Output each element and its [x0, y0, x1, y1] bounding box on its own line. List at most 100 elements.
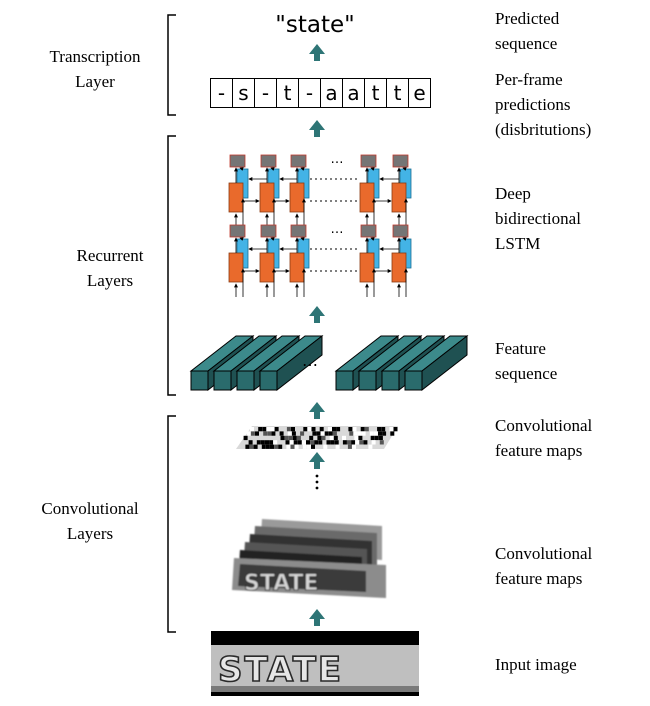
lstm-output-cell [260, 224, 277, 238]
feature-map-noise [357, 431, 362, 436]
feature-map-noise [267, 431, 272, 436]
feature-map-noise [342, 435, 346, 441]
feature-map-noise [390, 431, 395, 436]
feature-map-noise [326, 440, 331, 445]
up-arrow-icon [309, 306, 325, 323]
feature-map-noise [310, 440, 315, 445]
feature-map-noise [265, 444, 270, 449]
feature-map-noise [293, 440, 298, 445]
feature-map-noise [250, 427, 254, 432]
lstm-connection [270, 167, 275, 171]
feature-map-noise [342, 440, 347, 445]
feature-sequence-blocks [189, 334, 469, 392]
feature-map-noise [262, 427, 267, 432]
feature-map-noise [279, 431, 284, 436]
flow-arrows [309, 44, 325, 626]
feature-map-noise [379, 440, 384, 445]
feature-map-noise [291, 427, 295, 432]
feature-block [403, 334, 469, 392]
feature-map-noise [314, 440, 319, 445]
lstm-output-cell [229, 224, 246, 238]
feature-map-noise [353, 431, 358, 436]
feature-map-noise [260, 440, 265, 445]
feature-map-noise [351, 440, 356, 445]
feature-map-noise [360, 427, 365, 432]
feature-map-noise [294, 444, 299, 449]
lstm-output-cell [290, 224, 307, 238]
feature-map-noise [354, 435, 359, 441]
feature-map-noise [286, 444, 291, 449]
feature-map-noise [378, 435, 383, 441]
feature-map-noise [245, 444, 250, 449]
feature-map-noise [335, 444, 340, 449]
feature-map-noise [255, 431, 259, 436]
feature-map-noise [270, 444, 274, 449]
deep-bidirectional-lstm: …… [228, 152, 412, 297]
up-arrow-icon [309, 402, 325, 419]
feature-map-noise [393, 427, 398, 432]
feature-map-noise [347, 440, 351, 445]
lstm-forward-cell [359, 252, 375, 283]
feature-map-noise [271, 431, 276, 436]
feature-map-noise [287, 431, 292, 436]
feature-map-noise [301, 440, 306, 445]
feature-map-noise [329, 435, 334, 441]
lstm-forward-cell [259, 182, 275, 213]
feature-map-noise [323, 444, 328, 449]
lstm-forward-cell [391, 252, 407, 283]
feature-map-noise [324, 431, 329, 436]
lstm-forward-cell [259, 252, 275, 283]
lstm-connection [239, 237, 244, 241]
feature-map-noise [336, 427, 341, 432]
frame-cell: s [233, 79, 255, 107]
lstm-output-cell [360, 154, 377, 168]
feature-map-noise [249, 444, 254, 449]
lstm-output-cell [360, 224, 377, 238]
up-arrow-icon [309, 609, 325, 626]
feature-map-noise [306, 444, 311, 449]
input-image-word: STATE [218, 650, 343, 690]
feature-map-noise [270, 427, 275, 432]
feature-ellipsis: … [302, 351, 318, 370]
feature-map-noise [330, 440, 335, 445]
feature-map-noise [284, 435, 289, 441]
feature-map-noise [250, 431, 255, 436]
feature-map-noise [368, 444, 373, 449]
label-input-image: Input image [495, 655, 577, 674]
feature-map-noise [374, 435, 379, 441]
feature-map-noise [333, 435, 338, 441]
feature-map-noise [332, 431, 337, 436]
feature-map-noise [389, 427, 394, 432]
feature-map-noise [286, 427, 291, 432]
lstm-forward-cell [289, 182, 305, 213]
input-image: STATE [211, 631, 419, 696]
lstm-connection [370, 167, 375, 171]
feature-map-noise [349, 431, 354, 436]
feature-map-noise [311, 427, 316, 432]
feature-map-noise [327, 427, 332, 432]
lstm-forward-cell [289, 252, 305, 283]
frame-cell: t [277, 79, 299, 107]
feature-map-noise [297, 440, 302, 445]
feature-map-noise [290, 444, 295, 449]
frame-cell: t [365, 79, 387, 107]
feature-map-noise [302, 444, 307, 449]
feature-map-noise [352, 444, 356, 449]
up-arrow-icon [309, 452, 325, 469]
feature-map-noise [269, 440, 274, 445]
lstm-output-cell [229, 154, 246, 168]
feature-map-noise [364, 427, 369, 432]
bracket-recurrent [167, 135, 176, 396]
feature-map-noise [261, 444, 266, 449]
feature-map-noise [278, 444, 283, 449]
feature-map-noise [370, 435, 375, 441]
frame-cell: - [255, 79, 277, 107]
feature-map-noise [319, 427, 324, 432]
lstm-output-cell [392, 154, 409, 168]
feature-map-noise [274, 427, 279, 432]
